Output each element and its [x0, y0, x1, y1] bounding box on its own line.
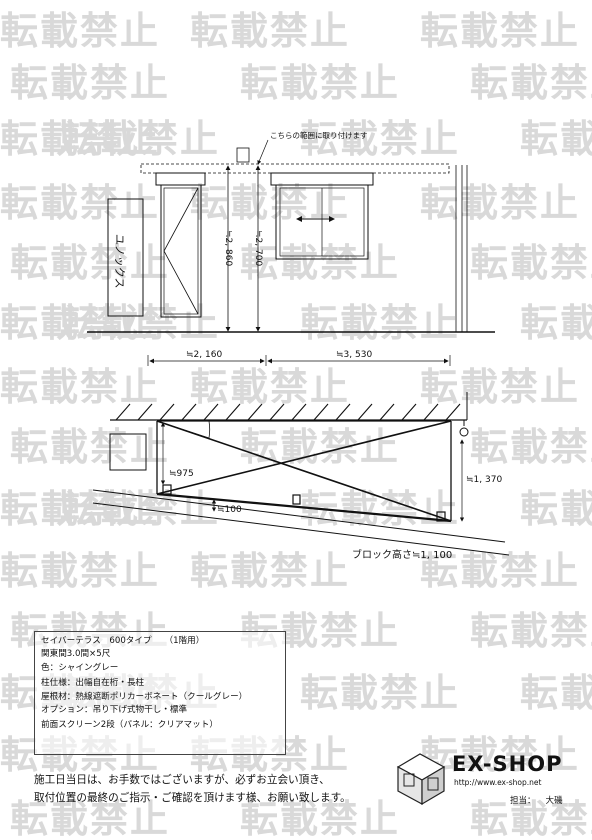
watermark-text: 転載禁止 — [0, 365, 161, 409]
watermark-text: 転載禁止 — [10, 241, 171, 285]
wall-window — [109, 433, 147, 471]
watermark-text: 転載禁止 — [470, 425, 592, 469]
watermark-text: 転載禁止 — [470, 241, 592, 285]
unox-door — [107, 198, 144, 317]
watermark-text: 転載禁止 — [240, 241, 401, 285]
watermark-text: 転載禁止 — [60, 117, 221, 161]
wall-hatch — [291, 403, 307, 421]
height-1-label: ≒2, 860 — [223, 230, 233, 266]
wall-hatch — [423, 403, 439, 421]
watermark-text: 転載禁止 — [0, 301, 161, 345]
terrace-base — [156, 492, 452, 523]
spec-box: セイバーテラス 600タイプ （1階用） 関東間3.0間×5尺 色：シャイングレ… — [34, 631, 286, 755]
watermark-text: 転載禁止 — [10, 61, 171, 105]
brand-name: EX-SHOP — [452, 752, 563, 776]
wall-hatch — [379, 403, 395, 421]
watermark-text: 転載禁止 — [240, 425, 401, 469]
side-view — [92, 392, 510, 556]
wall-hatch — [313, 403, 329, 421]
wall-hatch — [181, 403, 197, 421]
left-height-label: ≒975 — [169, 469, 194, 479]
spec-line-roof: 屋根材：熱線遮断ポリカーボネート（クールグレー） — [41, 691, 248, 702]
watermark-text: 転載禁止 — [420, 181, 581, 225]
wall-hatch — [137, 403, 153, 421]
wall-hatch — [247, 403, 263, 421]
spec-line-option: オプション：吊り下げ式物干し・標準 — [41, 705, 188, 716]
watermark-text: 転載禁止 — [470, 797, 592, 840]
slope-line-lower — [92, 502, 510, 556]
door-label: ユノックス — [113, 234, 126, 288]
wall-hatch — [445, 403, 461, 421]
width-1-label: ≒2, 160 — [186, 350, 222, 360]
notice-line-1: 施工日当日は、お手数ではございますが、必ずお立会い頂き、 — [34, 774, 330, 786]
staff-label: 担当： — [510, 796, 536, 806]
watermark-text: 転載禁止 — [10, 425, 171, 469]
watermark-text: 転載禁止 — [420, 733, 581, 777]
watermark-text: 転載禁止 — [420, 365, 581, 409]
watermark-text: 転載禁止 — [300, 671, 461, 715]
wall-hatch — [115, 403, 131, 421]
gap-label: ≒100 — [217, 505, 242, 515]
spec-line-product: セイバーテラス 600タイプ （1階用） — [41, 636, 205, 646]
height-2-label: ≒2, 700 — [253, 230, 263, 266]
wall-hatch — [203, 403, 219, 421]
watermark-text: 転載禁止 — [520, 301, 592, 345]
elevation-view — [87, 139, 495, 366]
width-2-label: ≒3, 530 — [336, 350, 372, 360]
spec-line-color: 色：シャイングレー — [41, 662, 119, 673]
watermark-text: 転載禁止 — [0, 117, 161, 161]
watermark-text: 転載禁止 — [0, 487, 161, 531]
note-leader — [257, 139, 269, 165]
watermark-text: 転載禁止 — [420, 9, 581, 53]
notice-line-2: 取付位置の最終のご指示・ご確認を頂けます様、お願い致します。 — [34, 792, 351, 804]
watermark-text: 転載禁止 — [240, 797, 401, 840]
watermark-text: 転載禁止 — [10, 797, 171, 840]
watermark-text: 転載禁止 — [470, 61, 592, 105]
staff-info: 担当： 大磯 — [510, 794, 563, 806]
watermark-text: 転載禁止 — [300, 301, 461, 345]
wall-hatch — [225, 403, 241, 421]
ex-shop-logo-icon — [396, 753, 446, 806]
spec-line-screen: 前面スクリーン2段（パネル：クリアマット） — [41, 720, 218, 731]
watermark-text: 転載禁止 — [0, 181, 161, 225]
watermark-text: 転載禁止 — [0, 549, 161, 593]
vent-box — [236, 147, 250, 163]
sliding-window — [275, 184, 369, 260]
wall-hatch — [335, 403, 351, 421]
install-note: こちらの範囲に取り付けます — [270, 130, 368, 140]
brand-url: http://www.ex-shop.net — [454, 778, 542, 787]
wall-hatch — [401, 403, 417, 421]
right-height-label: ≒1, 370 — [466, 475, 502, 485]
watermark-text: 転載禁止 — [470, 609, 592, 653]
watermark-text: 転載禁止 — [420, 549, 581, 593]
spec-line-pillar: 柱仕様：出幅自在桁・長柱 — [41, 678, 145, 689]
watermark-text: 転載禁止 — [0, 9, 161, 53]
wall-hatch — [357, 403, 373, 421]
wall-hatch — [159, 403, 175, 421]
wall-hatch — [269, 403, 285, 421]
installation-notice: 施工日当日は、お手数ではございますが、必ずお立会い頂き、 取付位置の最終のご指示… — [34, 771, 351, 807]
watermark-text: 転載禁止 — [520, 671, 592, 715]
watermark-text: 転載禁止 — [190, 549, 351, 593]
block-height-label: ブロック高さ≒1, 100 — [352, 548, 452, 561]
watermark-text: 転載禁止 — [240, 61, 401, 105]
install-range — [140, 163, 450, 174]
watermark-text: 転載禁止 — [190, 365, 351, 409]
watermark-text: 転載禁止 — [300, 117, 461, 161]
watermark-text: 転載禁止 — [520, 487, 592, 531]
entrance-door — [160, 184, 202, 318]
staff-name: 大磯 — [545, 796, 563, 806]
watermark-text: 転載禁止 — [60, 301, 221, 345]
spec-line-size: 関東間3.0間×5尺 — [41, 649, 111, 660]
watermark-text: 転載禁止 — [190, 9, 351, 53]
watermark-text: 転載禁止 — [520, 117, 592, 161]
slope-line-upper — [92, 489, 506, 543]
